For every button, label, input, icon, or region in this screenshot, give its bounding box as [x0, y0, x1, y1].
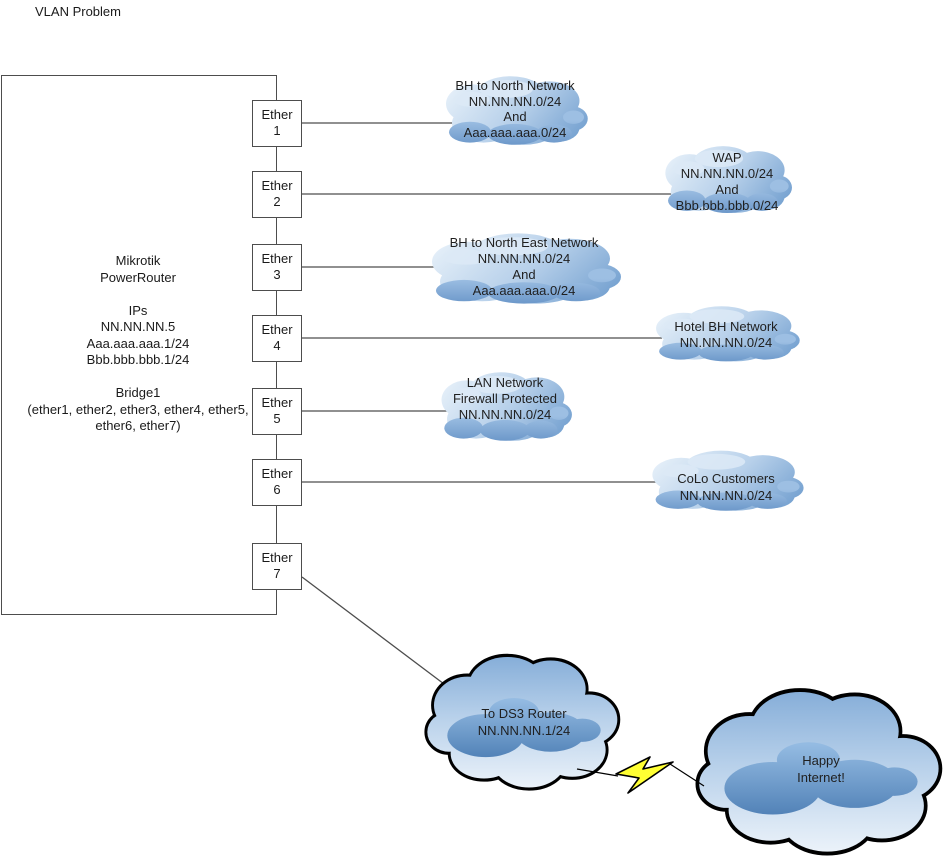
cloud-label: Aaa.aaa.aaa.0/24 [472, 283, 576, 298]
port-word: Ether [261, 550, 293, 565]
router-bridge-line: (ether1, ether2, ether3, ether4, ether5, [27, 401, 249, 417]
router-ip-line: Aaa.aaa.aaa.1/24 [86, 335, 190, 351]
cloud-label: NN.NN.NN.0/24 [679, 335, 773, 350]
cloud-label: BH to North Network [455, 78, 575, 93]
router-bridge-line: ether6, ether7) [95, 418, 181, 433]
port-word: Ether [261, 395, 293, 410]
lightning-bolt-icon [615, 756, 674, 794]
cloud-wap: WAP NN.NN.NN.0/24 And Bbb.bbb.bbb.0/24 [660, 141, 794, 221]
router-name-line: PowerRouter [100, 269, 176, 285]
cloud-label: NN.NN.NN.0/24 [679, 488, 773, 503]
port-ether-7: Ether 7 [252, 543, 302, 590]
port-ether-3: Ether 3 [252, 244, 302, 291]
port-number: 2 [273, 194, 281, 209]
cloud-label: And [503, 109, 527, 124]
cloud-label: Hotel BH Network [674, 319, 778, 334]
router-ip-line: IPs [128, 302, 148, 318]
router-ip-line: NN.NN.NN.5 [100, 319, 176, 334]
router-bridge-line: Bridge1 [115, 385, 161, 400]
port-number: 7 [273, 566, 281, 581]
port-word: Ether [261, 178, 293, 193]
cloud-label: NN.NN.NN.0/24 [468, 93, 562, 109]
link-ether7-cloud [301, 576, 453, 691]
cloud-label: Bbb.bbb.bbb.0/24 [675, 198, 779, 213]
port-ether-1: Ether 1 [252, 100, 302, 147]
cloud-label: NN.NN.NN.1/24 [477, 722, 571, 738]
cloud-label: To DS3 Router [481, 706, 567, 721]
cloud-happy-internet: Happy Internet! [695, 681, 947, 867]
port-word: Ether [261, 107, 293, 122]
port-word: Ether [261, 322, 293, 337]
port-word: Ether [261, 251, 293, 266]
port-number: 4 [273, 338, 281, 353]
cloud-label: LAN Network [466, 375, 544, 390]
cloud-label: Aaa.aaa.aaa.0/24 [463, 124, 567, 140]
diagram-title: VLAN Problem [35, 4, 121, 19]
cloud-ds3-router: To DS3 Router NN.NN.NN.1/24 [424, 648, 624, 800]
cloud-label: Firewall Protected [452, 391, 558, 406]
cloud-label: Happy [802, 753, 840, 768]
port-ether-2: Ether 2 [252, 171, 302, 218]
router-label-block: Mikrotik PowerRouter IPs NN.NN.NN.5 Aaa.… [8, 253, 268, 435]
cloud-label: NN.NN.NN.0/24 [458, 407, 552, 422]
cloud-bh-north-east-network: BH to North East Network NN.NN.NN.0/24 A… [424, 228, 624, 312]
bolt-right-line [669, 763, 705, 787]
cloud-label: Internet! [797, 769, 845, 785]
port-ether-4: Ether 4 [252, 315, 302, 362]
port-ether-6: Ether 6 [252, 459, 302, 506]
port-number: 6 [273, 482, 281, 497]
port-ether-5: Ether 5 [252, 388, 302, 435]
cloud-label: BH to North East Network [449, 235, 599, 250]
port-word: Ether [261, 466, 293, 481]
cloud-label: CoLo Customers [677, 471, 775, 486]
router-ip-line: Bbb.bbb.bbb.1/24 [86, 352, 190, 367]
cloud-label: NN.NN.NN.0/24 [477, 251, 571, 266]
port-number: 5 [273, 411, 281, 426]
bolt-left-line [576, 768, 619, 777]
cloud-hotel-bh-network: Hotel BH Network NN.NN.NN.0/24 [650, 302, 802, 368]
cloud-label: WAP [712, 150, 742, 165]
router-name-line: Mikrotik [115, 253, 161, 268]
cloud-label: And [512, 267, 536, 282]
cloud-colo-customers: CoLo Customers NN.NN.NN.0/24 [646, 446, 806, 518]
cloud-lan-network: LAN Network Firewall Protected NN.NN.NN.… [436, 367, 574, 449]
port-number: 1 [273, 123, 281, 138]
cloud-label: NN.NN.NN.0/24 [680, 166, 774, 181]
cloud-label: And [715, 182, 739, 197]
cloud-bh-north-network: BH to North Network NN.NN.NN.0/24 And Aa… [440, 71, 590, 153]
port-number: 3 [273, 267, 281, 282]
